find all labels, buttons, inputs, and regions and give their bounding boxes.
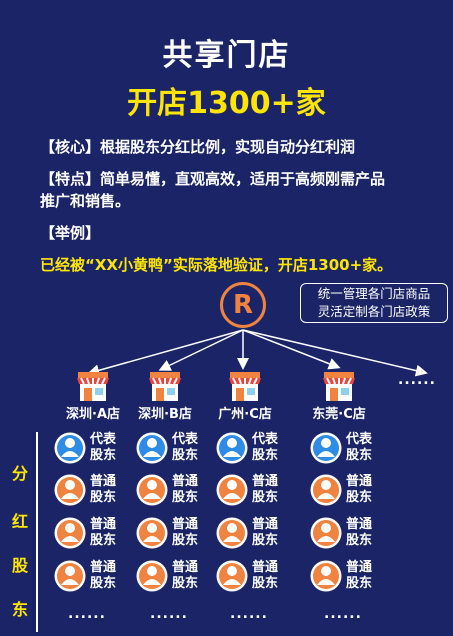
shareholder-role: 普通 股东 [346, 474, 373, 505]
features-text-1: 【特点】简单易懂，直观高效，适用于高频刚需产品 [40, 170, 386, 188]
shareholder-icon [136, 560, 168, 592]
store-label: 广州·C店 [218, 407, 272, 422]
shareholder-role: 代表 股东 [90, 432, 117, 463]
shareholder-icon [136, 474, 168, 506]
store-label: 深圳·A店 [66, 407, 120, 422]
shareholder-role: 代表 股东 [172, 432, 199, 463]
representative-shareholder-icon [216, 432, 248, 464]
shareholder-icon [54, 517, 86, 549]
shareholder-label-4: 东 [11, 600, 28, 619]
shareholder-label-3: 股 [11, 556, 28, 575]
page-subtitle: 开店1300+家 [127, 86, 326, 121]
representative-shareholder-icon [136, 432, 168, 464]
policy-line-2: 灵活定制各门店政策 [317, 304, 431, 319]
representative-shareholder-icon [310, 432, 342, 464]
shareholder-role: 普通 股东 [346, 560, 373, 591]
core-text: 【核心】根据股东分红比例，实现自动分红利润 [40, 138, 356, 156]
more-stores-dots: ...... [398, 372, 436, 388]
shareholder-icon [216, 474, 248, 506]
shareholder-role: 普通 股东 [172, 474, 199, 505]
shareholder-role: 普通 股东 [90, 560, 117, 591]
shareholder-role: 普通 股东 [252, 517, 279, 548]
shareholder-icon [310, 560, 342, 592]
store-label: 深圳·B店 [138, 407, 192, 422]
features-text-2: 推广和销售。 [40, 192, 131, 210]
registered-logo: R [220, 282, 266, 328]
arrow-to-more [242, 329, 428, 377]
shareholder-icon [54, 474, 86, 506]
shareholder-label-1: 分 [11, 464, 28, 483]
store-icon [323, 372, 355, 401]
example-label: 【举例】 [40, 224, 101, 242]
shareholder-label-2: 红 [11, 512, 28, 531]
column-more-dots: ...... [230, 606, 268, 622]
store-label: 东莞·C店 [312, 407, 366, 422]
store-icon [149, 372, 181, 401]
shareholder-icon [216, 517, 248, 549]
shareholder-icon [216, 560, 248, 592]
example-text: 已经被“XX小黄鸭”实际落地验证，开店1300+家。 [40, 256, 393, 274]
shareholder-role: 普通 股东 [172, 517, 199, 548]
policy-line-1: 统一管理各门店商品 [317, 286, 431, 301]
shareholder-icon [136, 517, 168, 549]
shareholder-role: 普通 股东 [252, 560, 279, 591]
shareholder-icon [54, 560, 86, 592]
page-title: 共享门店 [162, 38, 291, 73]
shareholder-role: 代表 股东 [252, 432, 279, 463]
representative-shareholder-icon [54, 432, 86, 464]
shareholder-role: 普通 股东 [172, 560, 199, 591]
column-more-dots: ...... [324, 606, 362, 622]
shareholder-role: 普通 股东 [90, 474, 117, 505]
store-icon [229, 372, 261, 401]
shareholder-role: 普通 股东 [90, 517, 117, 548]
column-more-dots: ...... [150, 606, 188, 622]
shareholder-icon [310, 517, 342, 549]
arrow-to-store-a [87, 329, 244, 377]
shareholder-role: 代表 股东 [346, 432, 373, 463]
shareholder-role: 普通 股东 [252, 474, 279, 505]
shareholder-divider [36, 432, 38, 632]
arrow-to-store-b [158, 329, 244, 371]
arrow-to-store-d [242, 329, 341, 370]
store-icon [77, 372, 109, 401]
column-more-dots: ...... [68, 606, 106, 622]
shareholder-role: 普通 股东 [346, 517, 373, 548]
shareholder-icon [310, 474, 342, 506]
policy-box: 统一管理各门店商品 灵活定制各门店政策 [300, 283, 448, 323]
